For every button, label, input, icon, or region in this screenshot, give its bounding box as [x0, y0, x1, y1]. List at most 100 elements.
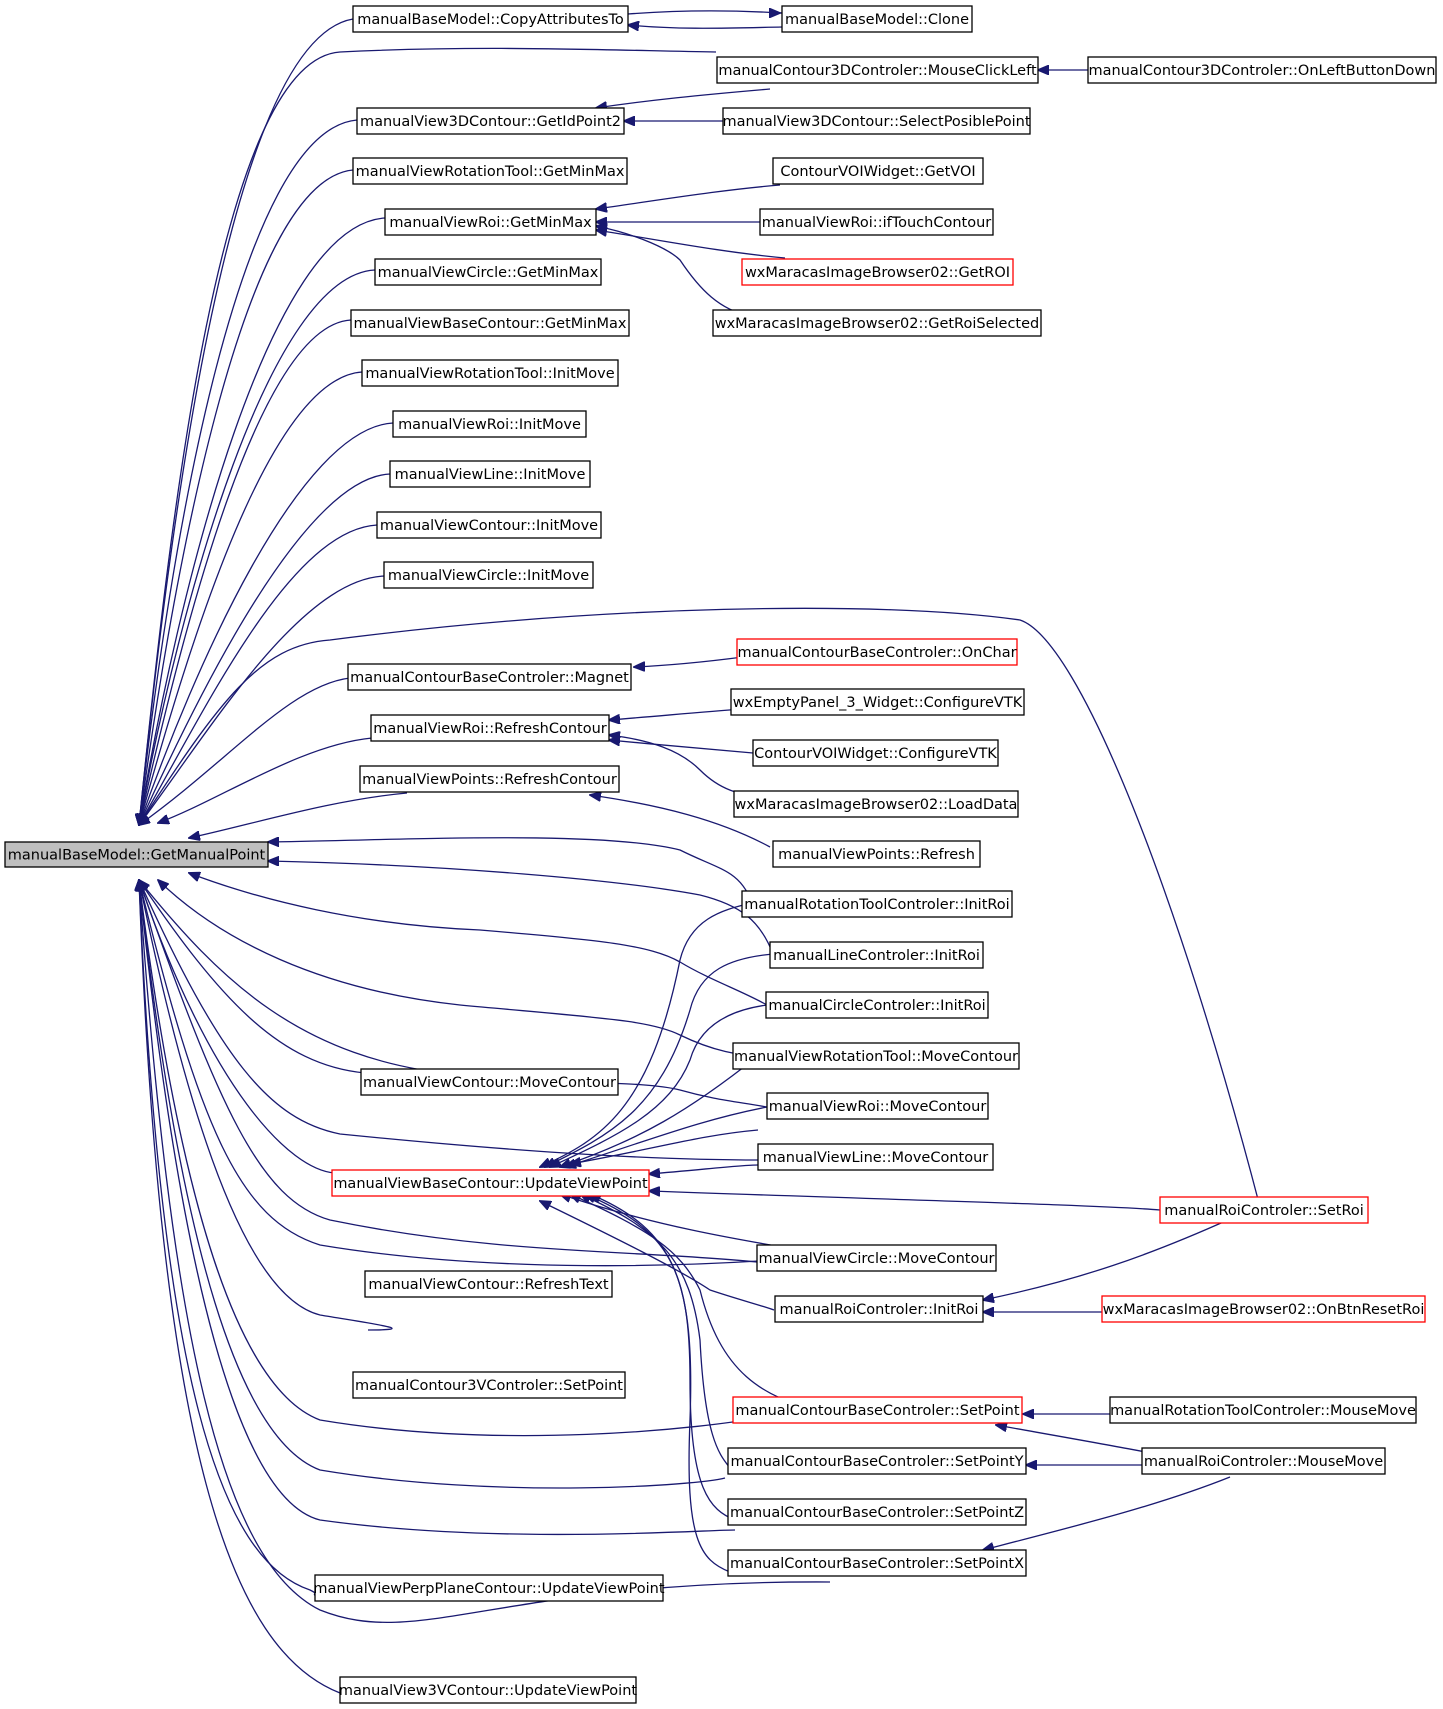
node-box: [769, 941, 984, 969]
node-label: wxMaracasImageBrowser02::OnBtnResetRoi: [1103, 1302, 1425, 1318]
node-n43[interactable]: manualRotationToolControler::MouseMove: [1109, 1396, 1417, 1424]
node-n25[interactable]: manualViewPoints::RefreshContour: [359, 765, 620, 793]
node-n1[interactable]: manualBaseModel::CopyAttributesTo: [352, 5, 629, 33]
node-label: manualRoiControler::MouseMove: [1144, 1454, 1383, 1470]
node-label: manualViewPoints::RefreshContour: [362, 772, 617, 788]
node-label: manualViewBaseContour::UpdateViewPoint: [333, 1176, 648, 1192]
node-n49[interactable]: manualView3VContour::UpdateViewPoint: [339, 1676, 638, 1704]
node-n45[interactable]: manualRoiControler::MouseMove: [1141, 1447, 1386, 1475]
node-n38[interactable]: manualViewContour::RefreshText: [364, 1270, 613, 1298]
node-n29[interactable]: manualLineControler::InitRoi: [769, 941, 984, 969]
node-n40[interactable]: wxMaracasImageBrowser02::OnBtnResetRoi: [1101, 1295, 1426, 1323]
node-label: manualRoiControler::SetRoi: [1164, 1203, 1364, 1219]
node-n9[interactable]: manualViewRoi::GetMinMax: [384, 208, 597, 236]
node-label: manualViewRoi::InitMove: [398, 417, 581, 433]
node-box: [352, 5, 629, 33]
node-label: manualViewPerpPlaneContour::UpdateViewPo…: [313, 1581, 664, 1597]
node-label: manualView3DContour::SelectPosiblePoint: [722, 114, 1030, 130]
node-label: manualContour3DControler::MouseClickLeft: [718, 63, 1037, 79]
node-box: [350, 309, 630, 337]
node-box: [376, 511, 602, 539]
node-n22[interactable]: wxEmptyPanel_3_Widget::ConfigureVTK: [730, 688, 1025, 716]
node-n6[interactable]: manualView3DContour::SelectPosiblePoint: [722, 107, 1031, 135]
node-label: manualContour3VControler::SetPoint: [355, 1378, 623, 1394]
node-n39[interactable]: manualRoiControler::InitRoi: [774, 1295, 984, 1323]
node-box: [716, 56, 1039, 84]
node-n46[interactable]: manualContourBaseControler::SetPointZ: [727, 1498, 1027, 1526]
node-root[interactable]: manualBaseModel::GetManualPoint: [4, 841, 269, 868]
node-n7[interactable]: manualViewRotationTool::GetMinMax: [352, 157, 628, 185]
node-n42[interactable]: manualContourBaseControler::SetPoint: [732, 1396, 1023, 1424]
node-box: [741, 258, 1014, 286]
node-n14[interactable]: manualViewBaseContour::GetMinMax: [350, 309, 630, 337]
node-n24[interactable]: ContourVOIWidget::ConfigureVTK: [752, 739, 999, 767]
node-box: [736, 638, 1018, 666]
node-n23[interactable]: manualViewRoi::RefreshContour: [370, 714, 610, 742]
node-n44[interactable]: manualContourBaseControler::SetPointY: [727, 1447, 1027, 1475]
node-box: [352, 157, 628, 185]
node-n31[interactable]: manualViewRotationTool::MoveContour: [732, 1042, 1020, 1070]
node-label: manualViewCircle::MoveContour: [759, 1251, 995, 1267]
node-box: [360, 1068, 619, 1096]
node-n48[interactable]: manualViewPerpPlaneContour::UpdateViewPo…: [313, 1574, 665, 1602]
node-label: manualBaseModel::Clone: [785, 12, 969, 28]
node-box: [383, 561, 594, 589]
node-box: [1141, 1447, 1386, 1475]
node-label: manualViewContour::MoveContour: [363, 1075, 616, 1091]
node-n20[interactable]: manualContourBaseControler::OnChar: [736, 638, 1018, 666]
node-n19[interactable]: manualViewCircle::InitMove: [383, 561, 594, 589]
node-n5[interactable]: manualView3DContour::GetIdPoint2: [356, 107, 625, 135]
node-n26[interactable]: wxMaracasImageBrowser02::LoadData: [733, 790, 1019, 818]
node-n3[interactable]: manualContour3DControler::MouseClickLeft: [716, 56, 1039, 84]
node-n15[interactable]: manualViewRotationTool::InitMove: [361, 359, 619, 387]
node-n47[interactable]: manualContourBaseControler::SetPointX: [727, 1549, 1027, 1577]
node-n12[interactable]: manualViewCircle::GetMinMax: [374, 258, 602, 286]
node-n10[interactable]: manualViewRoi::ifTouchContour: [759, 208, 994, 236]
node-box: [733, 790, 1019, 818]
node-n32[interactable]: manualViewContour::MoveContour: [360, 1068, 619, 1096]
node-label: manualViewContour::InitMove: [380, 518, 598, 534]
node-label: ContourVOIWidget::GetVOI: [780, 164, 975, 180]
node-box: [732, 1042, 1020, 1070]
node-n8[interactable]: ContourVOIWidget::GetVOI: [772, 157, 984, 185]
node-label: manualViewRoi::RefreshContour: [373, 721, 606, 737]
node-box: [772, 157, 984, 185]
node-n16[interactable]: manualViewRoi::InitMove: [392, 410, 587, 438]
node-label: manualViewContour::RefreshText: [368, 1277, 609, 1293]
node-box: [384, 208, 597, 236]
node-label: wxMaracasImageBrowser02::GetRoiSelected: [715, 316, 1040, 332]
node-n17[interactable]: manualViewLine::InitMove: [389, 460, 591, 488]
node-n41[interactable]: manualContour3VControler::SetPoint: [352, 1371, 626, 1399]
node-box: [727, 1498, 1027, 1526]
node-n18[interactable]: manualViewContour::InitMove: [376, 511, 602, 539]
node-n11[interactable]: wxMaracasImageBrowser02::GetROI: [741, 258, 1014, 286]
node-n21[interactable]: manualContourBaseControler::Magnet: [347, 663, 632, 691]
node-n2[interactable]: manualBaseModel::Clone: [781, 5, 973, 33]
node-label: manualViewLine::MoveContour: [763, 1150, 989, 1166]
node-box: [727, 1447, 1027, 1475]
node-box: [774, 1295, 984, 1323]
node-n4[interactable]: manualContour3DControler::OnLeftButtonDo…: [1087, 56, 1437, 84]
node-label: manualViewRotationTool::GetMinMax: [356, 164, 625, 180]
node-n28[interactable]: manualRotationToolControler::InitRoi: [741, 890, 1013, 918]
node-box: [331, 1169, 650, 1197]
node-n36[interactable]: manualRoiControler::SetRoi: [1159, 1196, 1369, 1224]
node-label: manualViewBaseContour::GetMinMax: [354, 316, 627, 332]
node-n35[interactable]: manualViewBaseContour::UpdateViewPoint: [331, 1169, 650, 1197]
node-box: [370, 714, 610, 742]
node-n27[interactable]: manualViewPoints::Refresh: [772, 840, 981, 868]
node-label: manualViewRoi::GetMinMax: [389, 215, 592, 231]
node-box: [1159, 1196, 1369, 1224]
node-box: [356, 107, 625, 135]
node-box: [781, 5, 973, 33]
node-label: manualViewRoi::ifTouchContour: [762, 215, 991, 231]
node-label: manualViewCircle::GetMinMax: [378, 265, 599, 281]
node-n33[interactable]: manualViewRoi::MoveContour: [766, 1092, 989, 1120]
node-n30[interactable]: manualCircleControler::InitRoi: [765, 991, 989, 1019]
node-n37[interactable]: manualViewCircle::MoveContour: [756, 1244, 997, 1272]
node-n34[interactable]: manualViewLine::MoveContour: [757, 1143, 994, 1171]
node-label: manualBaseModel::CopyAttributesTo: [357, 12, 624, 28]
node-n13[interactable]: wxMaracasImageBrowser02::GetRoiSelected: [712, 309, 1042, 337]
node-label: manualViewCircle::InitMove: [388, 568, 589, 584]
